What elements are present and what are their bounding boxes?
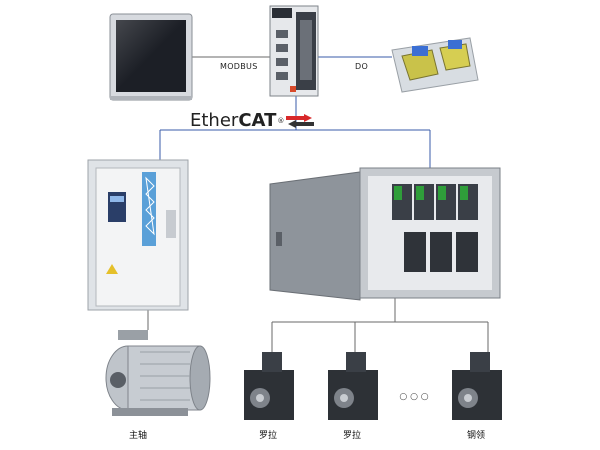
pneumatic-actuator bbox=[391, 37, 479, 93]
hmi-touchscreen bbox=[109, 13, 193, 101]
servo-motor-3 bbox=[452, 352, 502, 420]
spindle-motor bbox=[105, 330, 211, 416]
ethercat-logo: Ether CAT ® bbox=[190, 110, 315, 131]
servo-motor-1 bbox=[244, 352, 294, 420]
servo-motor-2 bbox=[328, 352, 378, 420]
caption-roller-1: 罗拉 bbox=[258, 431, 277, 441]
do-label: DO bbox=[355, 62, 369, 71]
inverter-drive bbox=[87, 159, 189, 311]
ethercat-suffix: CAT bbox=[238, 110, 277, 131]
servo-driver-row-top bbox=[392, 184, 478, 220]
caption-collar: 钢领 bbox=[466, 431, 485, 441]
ethercat-arrow-icon bbox=[286, 113, 315, 128]
plc-controller bbox=[269, 5, 319, 97]
servo-driver-row-bottom bbox=[404, 232, 478, 272]
caption-main-spindle: 主轴 bbox=[128, 431, 147, 441]
control-cabinet bbox=[269, 167, 501, 301]
ethercat-prefix: Ether bbox=[190, 110, 239, 131]
ellipsis-dots: ○ ○ ○ bbox=[399, 392, 429, 402]
ethercat-mark: ® bbox=[277, 116, 285, 125]
caption-roller-2: 罗拉 bbox=[342, 431, 361, 441]
modbus-label: MODBUS bbox=[220, 62, 258, 71]
connection-lines bbox=[147, 56, 489, 352]
